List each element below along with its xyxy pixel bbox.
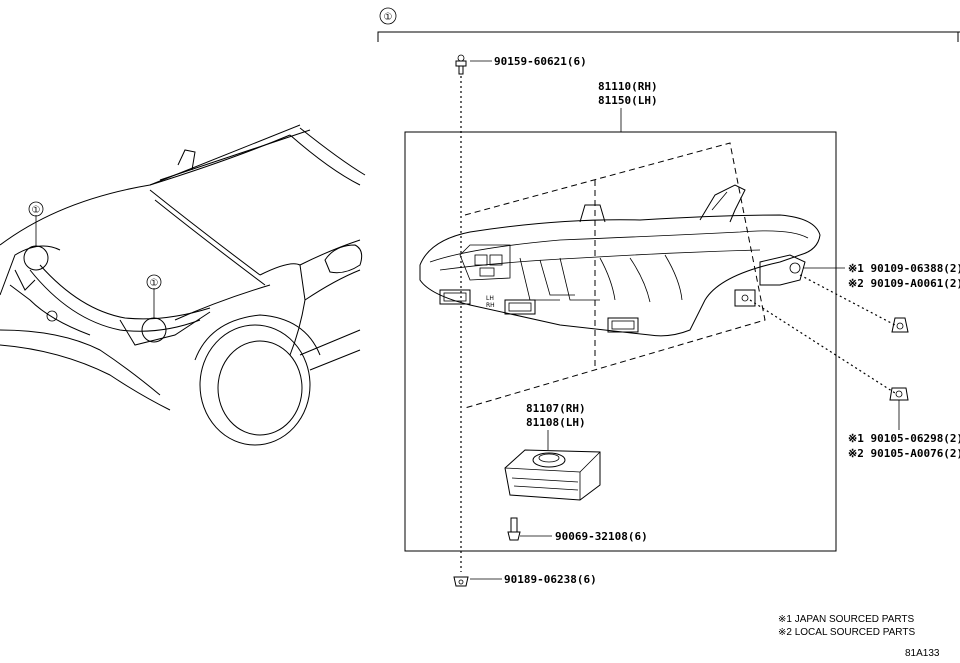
diagram-id: 81A133 — [905, 648, 940, 659]
screw-a-label-1: ※1 90109-06388(2) — [848, 262, 960, 275]
bolt-bottom: 90189-06238(6) — [453, 573, 597, 587]
vehicle-callout-label-right: ① — [150, 278, 159, 289]
headlamp-assembly: LH RH — [419, 184, 821, 337]
lamp-mark-lh: LH — [486, 295, 494, 302]
headlamp-lh-label: 81150(LH) — [598, 94, 658, 107]
bolt-top-label: 90159-60621(6) — [494, 55, 587, 68]
screw-b: ※1 90105-06298(2) ※2 90105-A0076(2) — [749, 299, 960, 460]
bolt-bottom-label: 90189-06238(6) — [504, 573, 597, 586]
computer-rh-label: 81107(RH) — [526, 402, 586, 415]
screw-b-label-1: ※1 90105-06298(2) — [848, 432, 960, 445]
screw-a: ※1 90109-06388(2) ※2 90109-A0061(2) — [799, 262, 960, 333]
vehicle-callout-label-left: ① — [32, 205, 41, 216]
section-callout-label: ① — [384, 12, 393, 23]
screw-a-label-2: ※2 90109-A0061(2) — [848, 277, 960, 290]
headlamp-rh-label: 81110(RH) — [598, 80, 658, 93]
assembly-box — [404, 131, 837, 552]
lamp-mark-rh: RH — [486, 302, 495, 309]
note-japan: ※1 JAPAN SOURCED PARTS — [778, 614, 915, 625]
screw-computer: 90069-32108(6) — [507, 517, 648, 543]
vehicle-callout-circle-left — [23, 245, 49, 271]
computer-lh-label: 81108(LH) — [526, 416, 586, 429]
screw-computer-label: 90069-32108(6) — [555, 530, 648, 543]
vehicle-front-view: ① ① — [0, 124, 366, 446]
bolt-top: 90159-60621(6) — [455, 54, 587, 75]
section-bracket: ① — [377, 7, 960, 42]
note-local: ※2 LOCAL SOURCED PARTS — [778, 627, 915, 638]
screw-b-label-2: ※2 90105-A0076(2) — [848, 447, 960, 460]
headlamp-computer — [504, 449, 601, 501]
